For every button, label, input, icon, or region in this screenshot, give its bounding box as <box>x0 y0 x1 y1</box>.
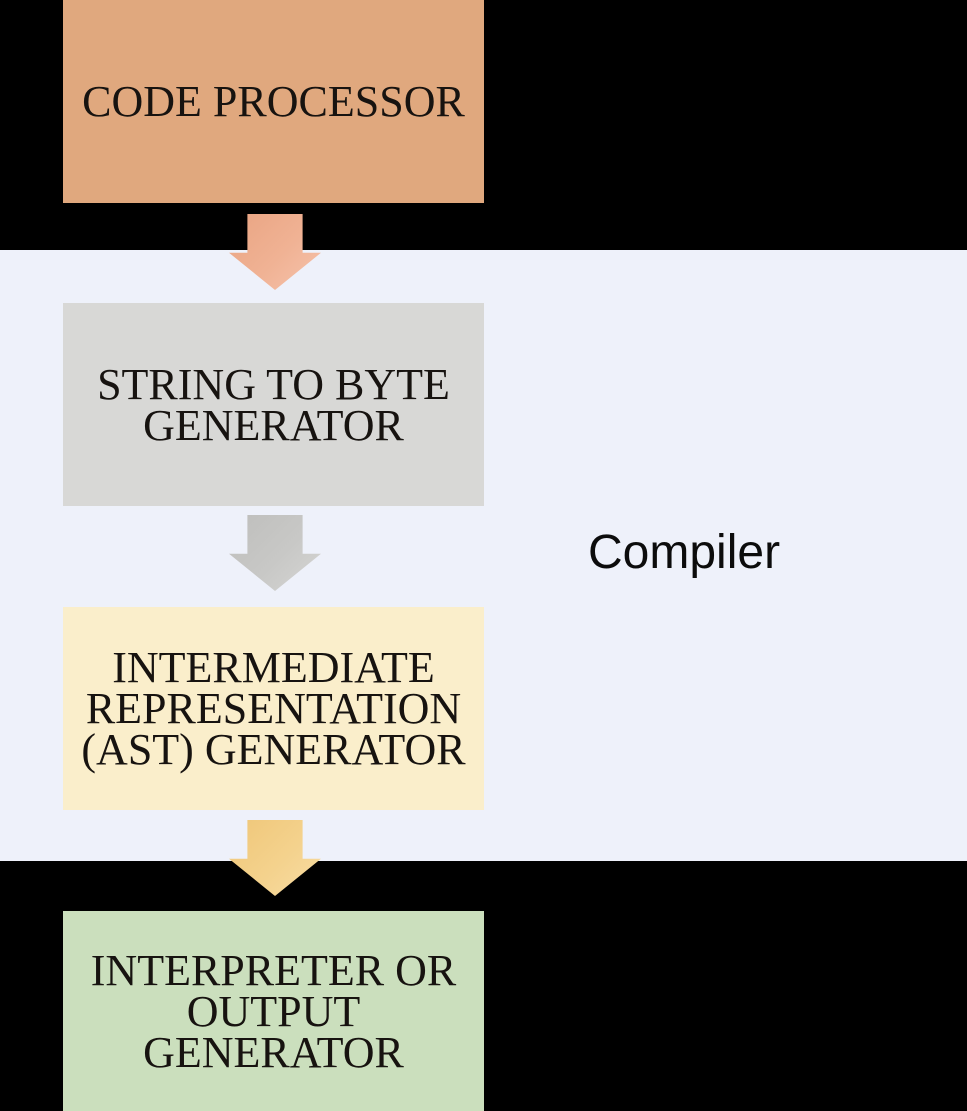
node-interpreter-or-output-generator-label: INTERPRETER OR OUTPUT GENERATOR <box>90 945 457 1077</box>
node-intermediate-representation-ast-generator-label: INTERMEDIATE REPRESENTATION (AST) GENERA… <box>81 643 466 774</box>
node-code-processor-label: CODE PROCESSOR <box>82 77 465 126</box>
node-string-to-byte-generator-label: STRING TO BYTE GENERATOR <box>97 359 450 450</box>
node-code-processor: CODE PROCESSOR <box>63 0 484 203</box>
compiler-region-label: Compiler <box>588 526 781 579</box>
node-string-to-byte-generator: STRING TO BYTE GENERATOR <box>63 303 484 506</box>
node-interpreter-or-output-generator: INTERPRETER OR OUTPUT GENERATOR <box>63 911 484 1111</box>
node-intermediate-representation-ast-generator: INTERMEDIATE REPRESENTATION (AST) GENERA… <box>63 607 484 810</box>
